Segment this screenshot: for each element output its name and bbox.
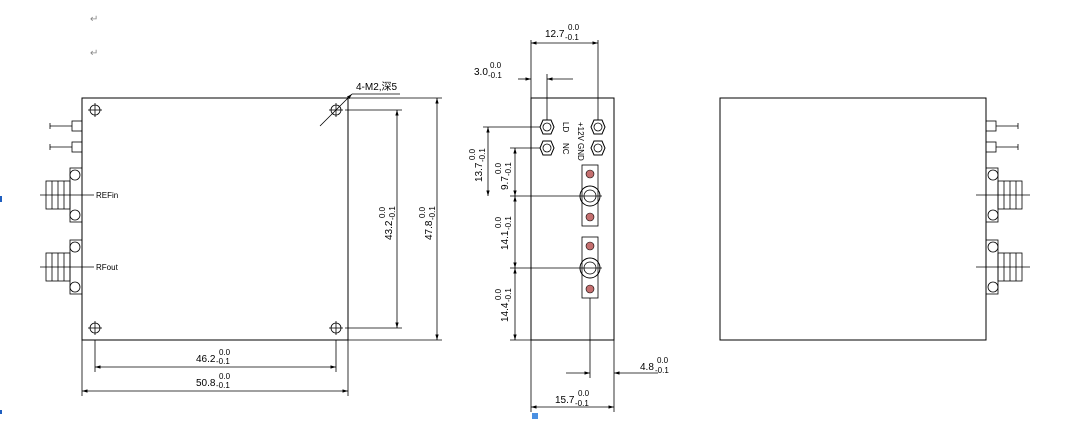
svg-text:-0.1: -0.1 [428, 206, 437, 220]
hex-connector-nc [539, 140, 555, 156]
svg-text:0.0: 0.0 [494, 162, 503, 174]
dim-46-2: 46.2 0.0 -0.1 [196, 348, 231, 366]
svg-text:15.7: 15.7 [555, 395, 575, 406]
mounting-hole [88, 321, 102, 335]
connector-label-ld: LD [561, 122, 570, 132]
svg-text:0.0: 0.0 [490, 61, 502, 70]
dim-47-8: 47.8 0.0 -0.1 [418, 206, 437, 240]
dim-15-7: 15.7 0.0 -0.1 [555, 389, 590, 408]
svg-text:0.0: 0.0 [657, 356, 669, 365]
mounting-hole [329, 321, 343, 335]
svg-text:50.8: 50.8 [196, 378, 216, 389]
svg-text:-0.1: -0.1 [488, 71, 502, 80]
svg-text:-0.1: -0.1 [575, 399, 589, 408]
svg-text:12.7: 12.7 [545, 29, 565, 40]
svg-text:0.0: 0.0 [494, 288, 503, 300]
paragraph-mark: ↵ [90, 48, 98, 59]
dim-14-4: 14.4 0.0 -0.1 [494, 288, 513, 322]
svg-text:-0.1: -0.1 [478, 148, 487, 162]
svg-text:0.0: 0.0 [219, 348, 231, 357]
svg-text:4.8: 4.8 [640, 362, 654, 373]
svg-text:-0.1: -0.1 [388, 206, 397, 220]
hex-connector-gnd [590, 140, 606, 156]
svg-text:-0.1: -0.1 [216, 357, 230, 366]
svg-text:0.0: 0.0 [418, 206, 427, 218]
sma-connector-rear [976, 167, 1030, 223]
hex-connector-ld [539, 119, 555, 135]
svg-text:0.0: 0.0 [578, 389, 590, 398]
dim-43-2: 43.2 0.0 -0.1 [378, 206, 397, 240]
paragraph-mark: ↵ [90, 14, 98, 25]
pin-connector [49, 120, 83, 132]
dim-12-7: 12.7 0.0 -0.1 [545, 23, 580, 42]
dim-50-8: 50.8 0.0 -0.1 [196, 372, 231, 390]
pin-connector [985, 141, 1019, 153]
svg-text:14.4: 14.4 [500, 302, 511, 322]
svg-text:-0.1: -0.1 [504, 288, 513, 302]
sma-connector-rfout [40, 239, 94, 295]
side-view: LD NC +12V GND 12.7 0.0 -0.1 [468, 23, 669, 419]
dim-14-1: 14.1 0.0 -0.1 [494, 216, 513, 250]
svg-text:0.0: 0.0 [568, 23, 580, 32]
rear-view [719, 97, 1030, 341]
dim-4-8: 4.8 0.0 -0.1 [640, 356, 669, 375]
svg-text:13.7: 13.7 [474, 162, 485, 182]
connector-label-nc: NC [561, 143, 570, 155]
edge-marker [0, 410, 2, 414]
rear-body-outline [719, 97, 987, 341]
connector-label-gnd: GND [576, 143, 585, 161]
svg-text:-0.1: -0.1 [504, 216, 513, 230]
port-label-refin: REFin [96, 191, 118, 200]
front-view: 4-M2,深5 REFin [40, 81, 442, 396]
dim-3-0: 3.0 0.0 -0.1 [474, 61, 502, 80]
svg-text:0.0: 0.0 [468, 148, 477, 160]
mounting-hole [88, 103, 102, 117]
edge-marker [0, 196, 2, 202]
svg-text:46.2: 46.2 [196, 354, 216, 365]
hole-callout-text: 4-M2,深5 [356, 81, 398, 93]
svg-text:0.0: 0.0 [378, 206, 387, 218]
svg-text:9.7: 9.7 [500, 176, 511, 190]
side-body-outline [530, 97, 615, 341]
svg-text:14.1: 14.1 [500, 230, 511, 250]
hole-callout-leader [319, 93, 353, 127]
sma-face-rfout [579, 236, 601, 299]
sma-connector-rear [976, 239, 1030, 295]
svg-text:47.8: 47.8 [424, 220, 435, 240]
dim-9-7: 9.7 0.0 -0.1 [494, 162, 513, 190]
pin-connector [49, 141, 83, 153]
svg-text:0.0: 0.0 [494, 216, 503, 228]
svg-text:-0.1: -0.1 [216, 381, 230, 390]
svg-text:3.0: 3.0 [474, 67, 488, 78]
selection-handle[interactable] [532, 413, 538, 419]
sma-face-refin [579, 164, 601, 227]
hex-connector-12v [590, 119, 606, 135]
pin-connector [985, 120, 1019, 132]
front-body-outline [81, 97, 349, 341]
connector-label-12v: +12V [576, 122, 585, 142]
svg-text:0.0: 0.0 [219, 372, 231, 381]
svg-text:43.2: 43.2 [384, 220, 395, 240]
svg-text:-0.1: -0.1 [655, 366, 669, 375]
port-label-rfout: RFout [96, 263, 119, 272]
svg-text:-0.1: -0.1 [504, 162, 513, 176]
sma-connector-refin [40, 167, 94, 223]
svg-text:-0.1: -0.1 [565, 33, 579, 42]
dim-13-7: 13.7 0.0 -0.1 [468, 148, 487, 182]
